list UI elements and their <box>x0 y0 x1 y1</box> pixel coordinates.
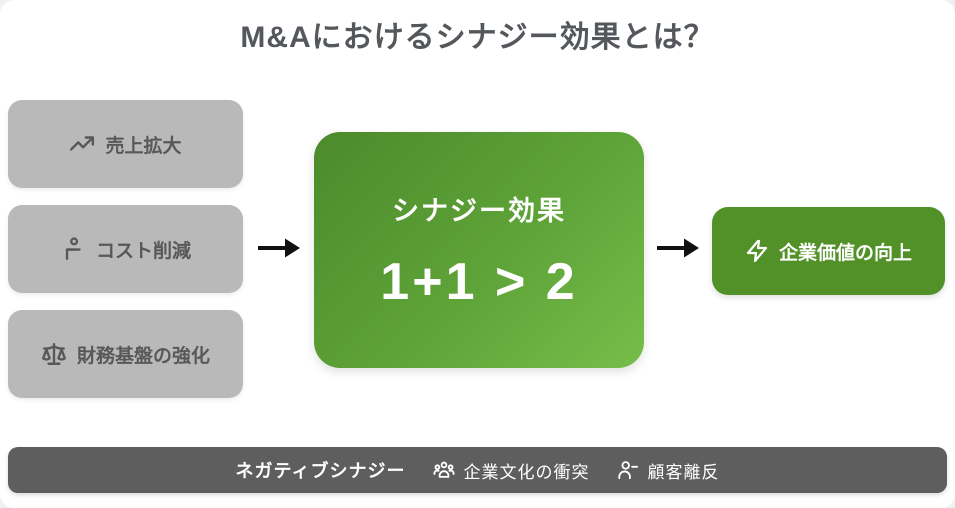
person-icon <box>60 236 86 262</box>
factor-label: 財務基盤の強化 <box>76 345 210 367</box>
result-box-corporate-value: 企業価値の向上 <box>712 207 945 295</box>
negative-synergy-bar: ネガティブシナジー 企業文化の衝突 顧客離反 <box>8 447 947 493</box>
arrow-right-icon <box>256 235 302 261</box>
negative-item-customer-defection: 顧客離反 <box>617 458 719 483</box>
negative-synergy-title: ネガティブシナジー <box>235 461 406 481</box>
factor-label: 売上拡大 <box>105 135 182 157</box>
negative-item-label: 企業文化の衝突 <box>463 462 590 482</box>
negative-item-label: 顧客離反 <box>647 462 720 482</box>
factor-label: コスト削減 <box>95 240 191 262</box>
synergy-formula: 1+1 > 2 <box>380 252 578 311</box>
synergy-box: シナジー効果 1+1 > 2 <box>314 132 644 368</box>
negative-item-culture-clash: 企業文化の衝突 <box>433 458 589 483</box>
user-minus-icon <box>617 459 639 481</box>
scale-icon <box>41 341 67 367</box>
factor-box-financial-base: 財務基盤の強化 <box>8 310 243 398</box>
page-title: M&Aにおけるシナジー効果とは？ <box>240 21 715 54</box>
synergy-title: シナジー効果 <box>392 195 566 226</box>
factor-box-sales-expansion: 売上拡大 <box>8 100 243 188</box>
trending-up-icon <box>69 131 95 157</box>
zap-icon <box>745 239 769 263</box>
result-label: 企業価値の向上 <box>778 242 912 264</box>
factor-box-cost-reduction: コスト削減 <box>8 205 243 293</box>
arrow-right-icon <box>655 235 701 261</box>
users-icon <box>433 459 455 481</box>
